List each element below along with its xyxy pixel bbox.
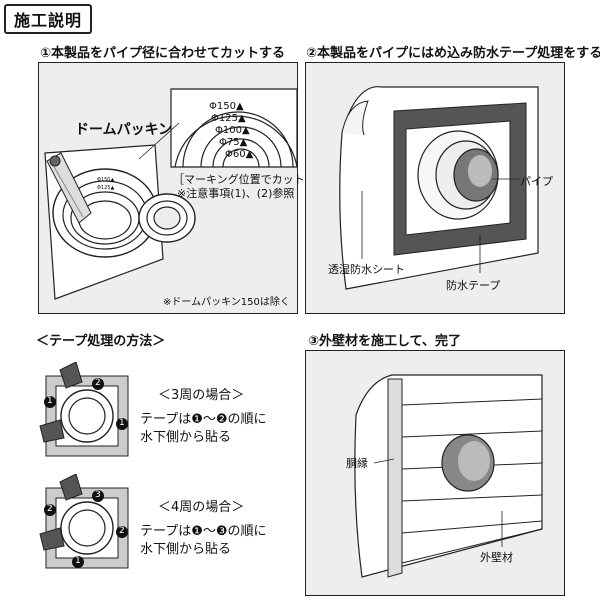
case4-num-3: 3 xyxy=(95,490,101,500)
case4-line2: 水下側から貼る xyxy=(140,542,232,557)
case4-num-2: 2 xyxy=(47,504,53,514)
case3-line2: 水下側から貼る xyxy=(140,430,232,445)
sheet-ring-label-150: Φ150▲ xyxy=(97,177,115,183)
step3-illustration xyxy=(354,374,543,578)
tape-label: 防水テープ xyxy=(446,279,501,292)
step1-illustration xyxy=(44,88,297,300)
sheet-label: 透湿防水シート xyxy=(328,263,405,276)
ring-label-60: Φ60▲ xyxy=(225,149,254,160)
case3-num-1b: 1 xyxy=(119,418,125,428)
ring-label-75: Φ75▲ xyxy=(219,137,248,148)
case4-num-1: 1 xyxy=(75,556,81,566)
furring-label: 胴縁 xyxy=(346,457,368,470)
packing-label: ドームパッキン xyxy=(75,122,173,138)
case3-title: ＜3周の場合＞ xyxy=(158,388,245,403)
step3-panel: 胴縁 外壁材 xyxy=(305,350,565,596)
caution-note: ※注意事項(1)、(2)参照 xyxy=(177,187,295,200)
case3-num-1a: 1 xyxy=(47,396,53,406)
pipe-icon xyxy=(453,148,499,202)
step2-panel: パイプ 透湿防水シート 防水テープ xyxy=(305,62,565,314)
case4-title: ＜4周の場合＞ xyxy=(158,500,245,515)
case4-diagram: 2 3 2 1 xyxy=(38,473,138,574)
page-title: 施工説明 xyxy=(4,4,92,34)
ring-label-100: Φ100▲ xyxy=(215,125,250,136)
sheet-ring-label-125: Φ125▲ xyxy=(97,185,115,191)
marking-note: ［マーキング位置でカット］ xyxy=(173,173,316,186)
exclude-note: ※ドームパッキン150は除く xyxy=(163,297,290,308)
cutter-icon xyxy=(46,152,92,224)
case4-num-2b: 2 xyxy=(119,526,125,536)
step1-heading: ①本製品をパイプ径に合わせてカットする xyxy=(40,46,286,61)
step3-heading: ③外壁材を施工して、完了 xyxy=(308,334,461,349)
siding-label: 外壁材 xyxy=(480,551,513,564)
cut-ring-icon xyxy=(138,193,196,243)
tape-method-heading: ＜テープ処理の方法＞ xyxy=(36,334,166,349)
case3-num-2: 2 xyxy=(95,378,101,388)
step2-heading: ②本製品をパイプにはめ込み防水テープ処理をする xyxy=(306,46,600,61)
case3-line1: テープは❶～❷の順に xyxy=(140,412,267,427)
step1-panel: Φ150▲ Φ125▲ Φ100▲ Φ75▲ Φ60▲ Φ150▲ Φ125▲ … xyxy=(38,62,316,314)
pipe-label: パイプ xyxy=(520,175,553,188)
step2-illustration xyxy=(339,86,539,290)
case4-line1: テープは❶～❸の順に xyxy=(140,524,267,539)
pipe-icon xyxy=(441,434,495,492)
case3-diagram: 1 2 1 xyxy=(38,361,138,462)
ring-label-125: Φ125▲ xyxy=(211,113,246,124)
ring-label-150: Φ150▲ xyxy=(209,101,244,112)
